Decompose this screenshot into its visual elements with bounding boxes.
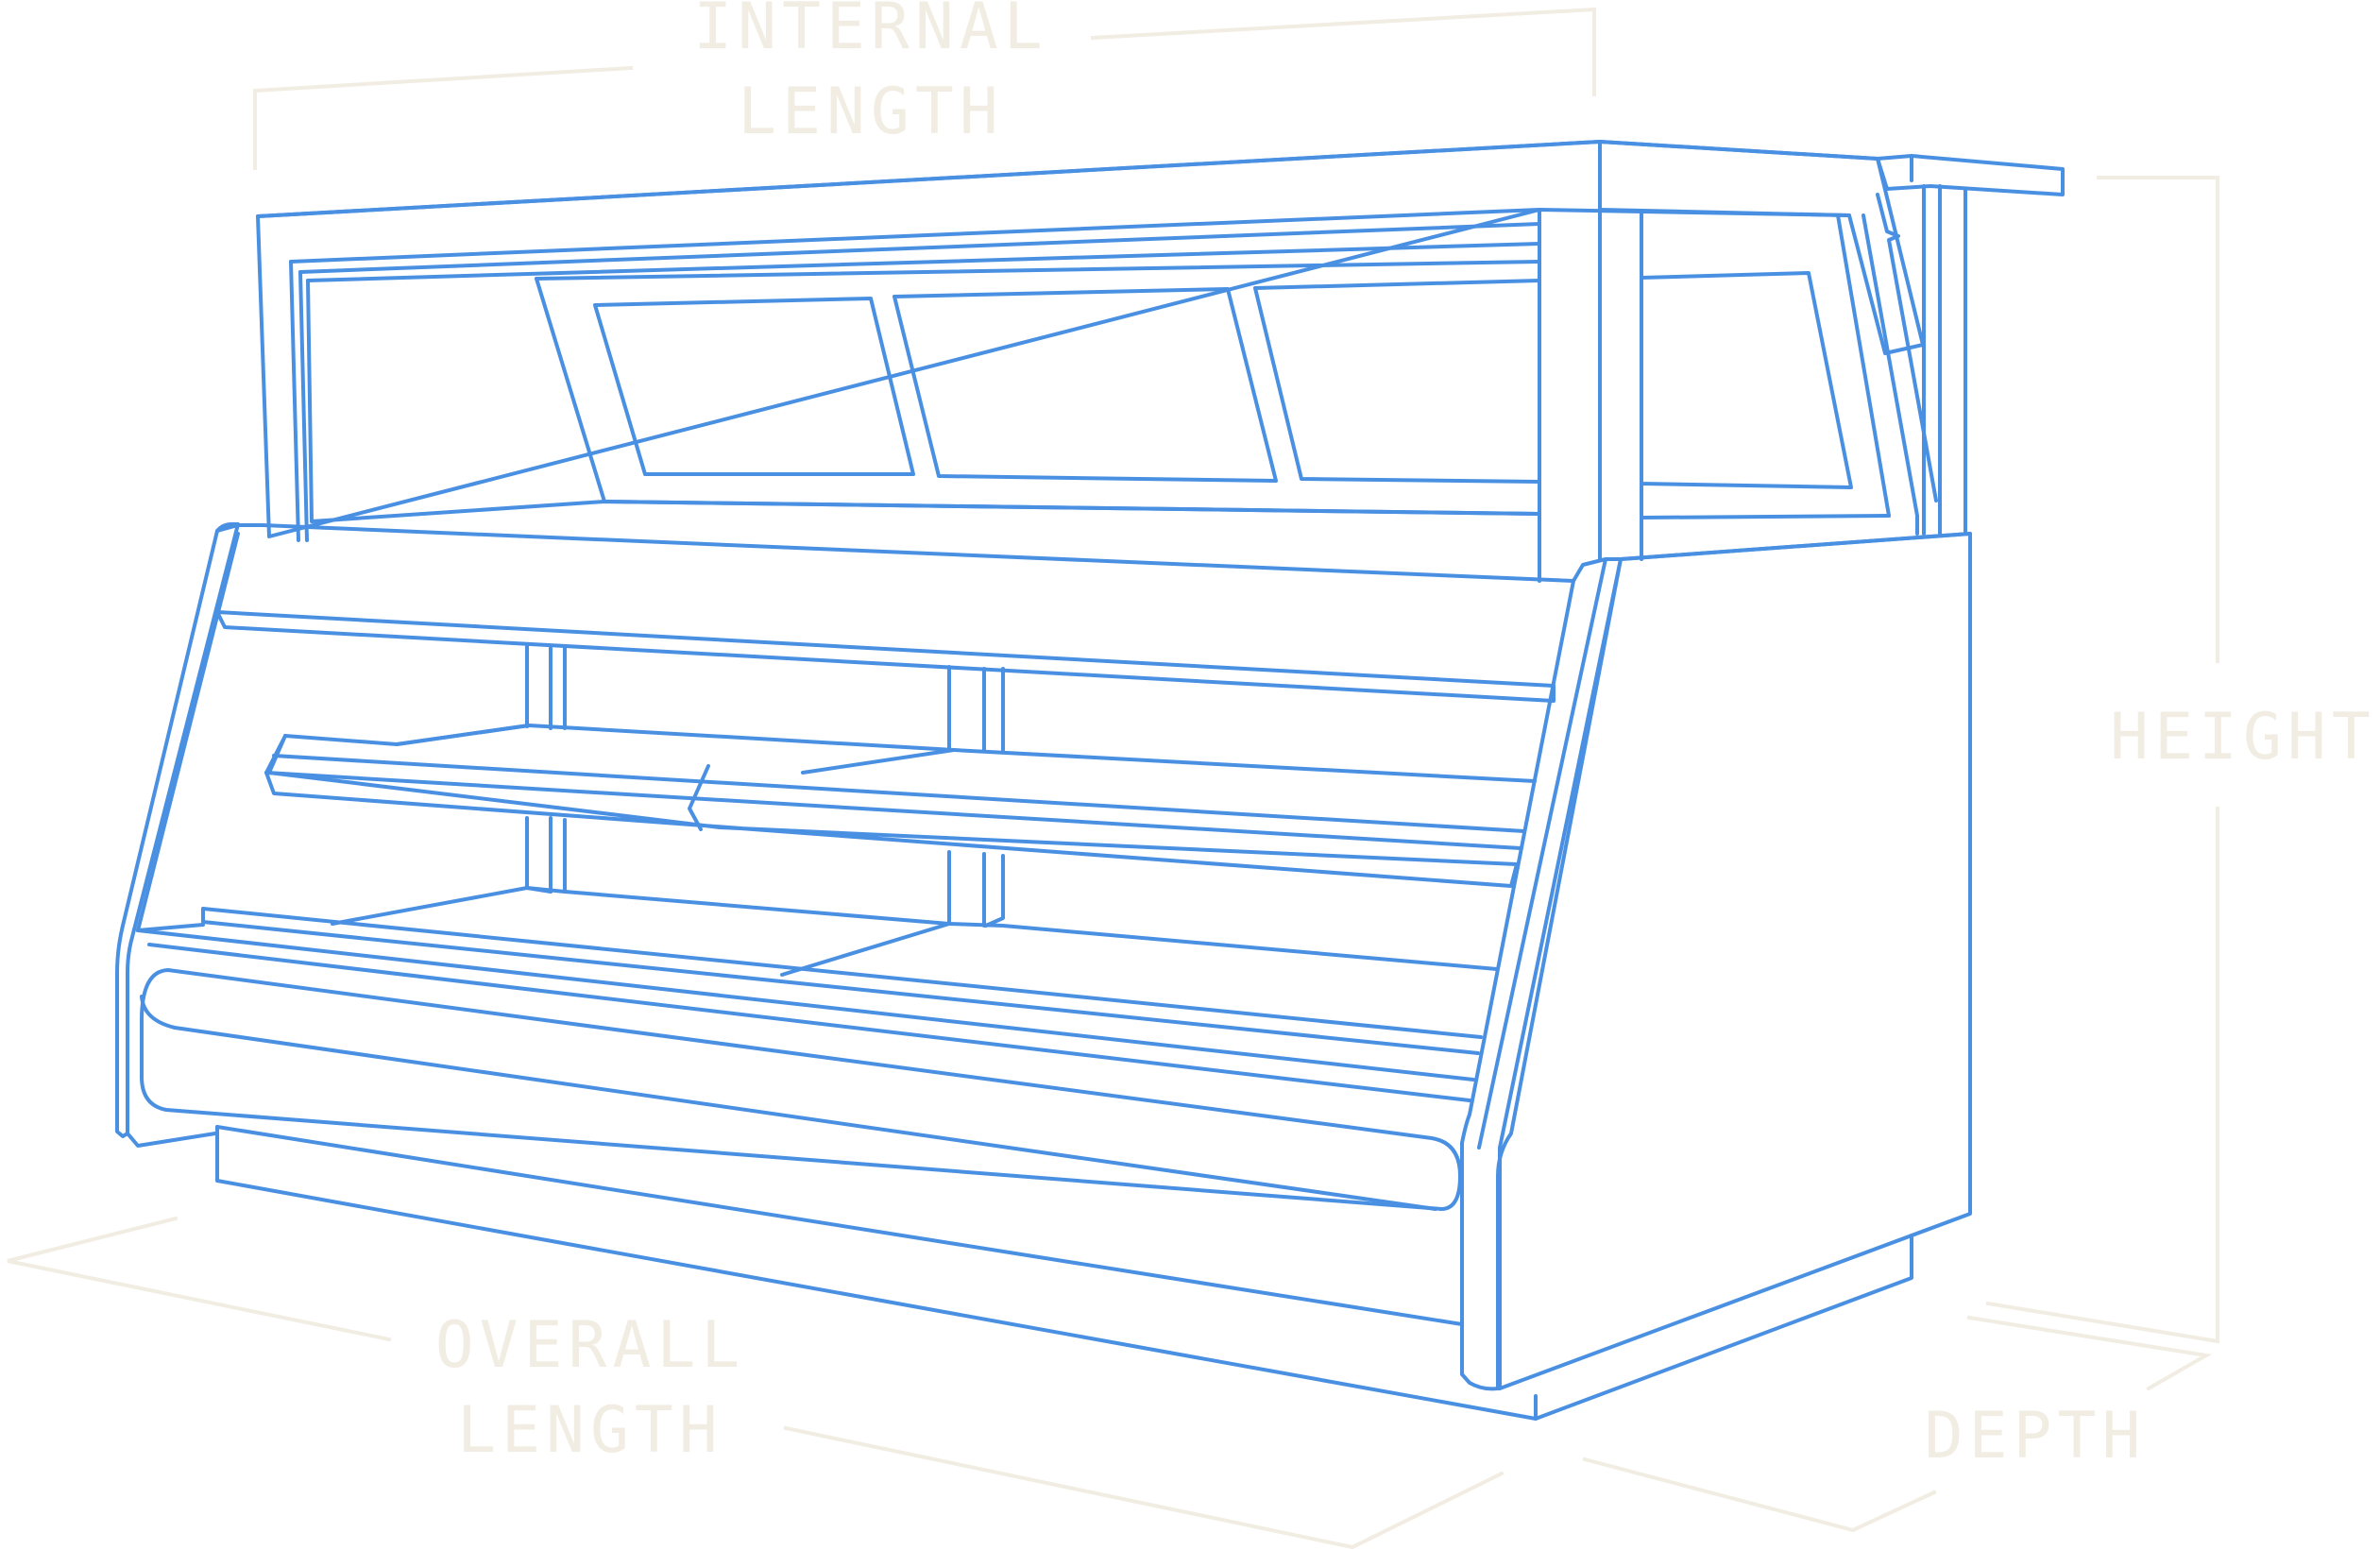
upper-shelf-divider [688, 764, 710, 831]
display-case [115, 140, 2065, 1421]
height-line-top [2097, 176, 2219, 663]
support-mid-lower-c [984, 854, 1005, 928]
internal-length-line-left [253, 65, 634, 170]
internal-length-label-line-1: INTERNAL [693, 0, 1048, 64]
base-plinth [215, 1125, 1538, 1421]
cabinet-body [115, 522, 1972, 1391]
glass-frame-top [535, 260, 1541, 281]
canopy-inner-frame-3 [306, 242, 1541, 282]
canopy-frame-left-2 [298, 270, 309, 542]
canopy-glass-bottom [603, 500, 1541, 516]
height-label-text: HEIGHT [2110, 700, 2376, 775]
depth-line-top [1966, 1315, 2212, 1391]
right-end-inner [1477, 557, 1607, 1150]
canopy-inner-frame-2 [298, 222, 1541, 274]
side-panel [1498, 532, 1972, 1390]
upper-shelf-edge [264, 734, 1519, 888]
deck-front-lip [201, 907, 1480, 1055]
depth-label: DEPTH [1898, 1394, 2172, 1479]
deck-front-line-1 [136, 928, 1475, 1082]
upper-shelf-line-2 [264, 771, 1522, 850]
deck-edge [136, 923, 205, 932]
base-plinth-right [1534, 1234, 1913, 1421]
overall-length-label: OVERALL LENGTH [397, 1303, 784, 1473]
left-end-inner [136, 532, 240, 932]
back-rail-bar [215, 610, 1556, 703]
canopy-frame-left [289, 260, 300, 542]
glass-divider-frame [535, 277, 606, 503]
height-label: HEIGHT [2106, 695, 2380, 780]
base-plinth-top [215, 1125, 1464, 1326]
internal-length-label: INTERNAL LENGTH [672, 0, 1069, 155]
support-left-lower-a [525, 816, 552, 894]
back-rail [215, 610, 1556, 703]
depth-label-text: DEPTH [1924, 1399, 2147, 1473]
overall-length-label-line-2: LENGTH [457, 1393, 723, 1468]
top-rail [215, 523, 1575, 583]
height-line-bottom [1985, 807, 2219, 1344]
depth-line-bottom [1582, 1456, 1937, 1533]
bumper-rail-top [140, 995, 1437, 1211]
side-frame-a [1836, 213, 1891, 518]
canopy-inner-frame [289, 208, 1541, 264]
side-glass-bottom [1640, 514, 1891, 520]
deck-back-b [780, 922, 951, 977]
glass-pane-2 [892, 287, 1278, 483]
upper-shelf-line-1 [272, 754, 1526, 833]
right-end-post [1460, 557, 1623, 1391]
deck-back [331, 886, 1499, 971]
side-frame-b [1862, 213, 1919, 536]
overall-length-line-left [7, 1216, 392, 1342]
canopy [256, 140, 2065, 583]
overall-length-line-right [783, 1425, 1504, 1550]
canopy-glass-outline [306, 279, 1541, 523]
deck-front-lip-top [201, 907, 1483, 1039]
bumper-rail [140, 968, 1462, 1211]
upper-shelf-back-b [801, 748, 956, 775]
internal-length-line-right [1090, 7, 1596, 96]
left-foot [126, 1132, 217, 1148]
glass-pane-1 [593, 297, 915, 476]
top-cap [1876, 154, 2065, 196]
left-end-post [115, 522, 240, 1138]
side-glass-pane [1640, 271, 1853, 489]
overall-length-label-line-1: OVERALL [434, 1308, 746, 1383]
internal-length-label-line-2: LENGTH [738, 75, 1004, 149]
deck-front-line-2 [147, 943, 1471, 1102]
upper-shelf-back-a [395, 724, 531, 746]
glass-pane-3 [1253, 279, 1541, 484]
shelves [136, 644, 1537, 1102]
canopy-side-top [1598, 208, 1851, 217]
front-bumper [126, 968, 1913, 1421]
side-frame-c [1876, 193, 1938, 502]
dimension-lines [7, 7, 2219, 1550]
